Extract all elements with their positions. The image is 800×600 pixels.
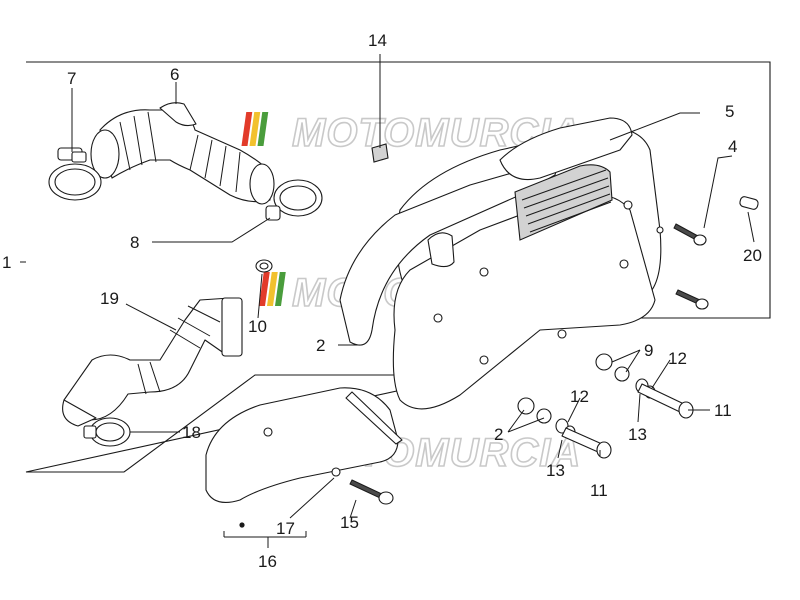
callout-13: 13	[628, 425, 647, 444]
callout-1: 1	[2, 253, 11, 272]
hose-clamp-7	[48, 147, 102, 201]
callout-2: 2	[316, 336, 325, 355]
callout-labels: 1 2 2 4 5 6 7 8 9 10 11 11 12 12 13 13 1…	[2, 31, 762, 571]
air-box-body	[339, 117, 664, 410]
callout-19: 19	[100, 289, 119, 308]
callout-5: 5	[725, 102, 734, 121]
mark-dot-16	[239, 522, 245, 528]
screw-15	[349, 479, 394, 505]
inlet-duct	[62, 297, 243, 427]
bolt-11-lower	[561, 427, 612, 459]
callout-4: 4	[728, 137, 737, 156]
filter-element	[514, 164, 613, 241]
plug-20	[739, 196, 759, 210]
grommet-10	[255, 259, 273, 273]
hose-clamp-18	[83, 417, 131, 447]
hose-clamp-8	[265, 179, 323, 221]
callout-10: 10	[248, 317, 267, 336]
screw-4-lower	[675, 289, 709, 310]
callout-13: 13	[546, 461, 565, 480]
callout-12: 12	[668, 349, 687, 368]
callout-7: 7	[67, 69, 76, 88]
spacer-set-9-upper	[595, 353, 630, 382]
callout-8: 8	[130, 233, 139, 252]
callout-16: 16	[258, 552, 277, 571]
callout-17: 17	[276, 519, 295, 538]
callout-15: 15	[340, 513, 359, 532]
callout-14: 14	[368, 31, 387, 50]
spacer-set-9-lower	[517, 397, 552, 424]
callout-11: 11	[590, 481, 608, 500]
screw-4-upper	[673, 223, 707, 246]
callout-6: 6	[170, 65, 179, 84]
callout-18: 18	[182, 423, 201, 442]
bolt-11-upper	[637, 383, 694, 419]
callout-9: 9	[644, 341, 653, 360]
intake-hose	[90, 102, 275, 205]
leader-lines	[20, 54, 755, 548]
callout-20: 20	[743, 246, 762, 265]
callout-11: 11	[714, 401, 732, 420]
filter-cover	[205, 387, 403, 503]
callout-2: 2	[494, 425, 503, 444]
clip-14	[371, 143, 389, 163]
callout-12: 12	[570, 387, 589, 406]
